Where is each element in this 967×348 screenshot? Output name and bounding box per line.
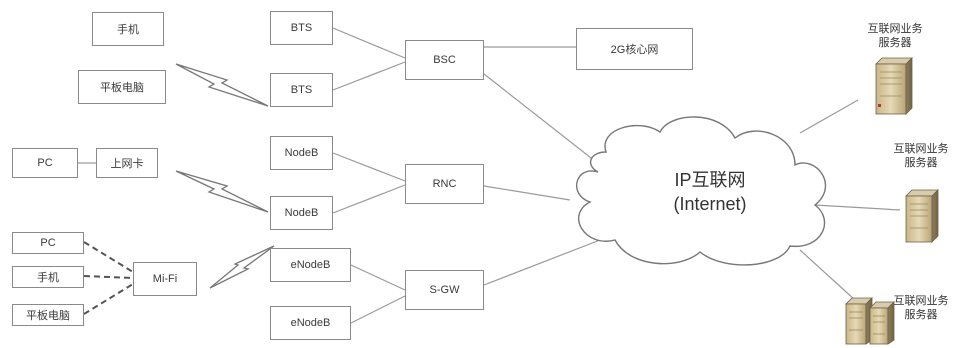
nodeb-box: NodeB [270,196,333,230]
enodeb-box: eNodeB [270,248,351,282]
server-label-line1: 互联网业务 [893,143,949,155]
netcard-box: 上网卡 [96,148,158,178]
server-label-line1: 互联网业务 [867,23,923,35]
server-label-line2: 服务器 [904,157,938,169]
link-bsc-cloud [483,73,601,166]
server-icon [845,297,895,345]
sgw-box: S-GW [405,270,484,310]
server-icon [875,57,913,115]
server-label: 互联网业务 服务器 [860,22,930,50]
wifi-link-pc [83,241,134,273]
tablet-box: 平板电脑 [78,70,166,104]
wireless-links [175,63,275,289]
link-cloud-server1 [799,99,859,134]
core-2g-box: 2G核心网 [576,28,693,70]
server-icon [905,189,939,243]
server-label: 互联网业务 服务器 [886,294,956,322]
bts-box: BTS [270,11,333,45]
wireless-link-icon [209,245,275,289]
link-nodeb1-rnc [332,152,406,182]
tablet-box: 平板电脑 [12,304,84,326]
bsc-box: BSC [405,40,484,80]
pc-box: PC [12,148,78,178]
wifi-link-tablet [83,283,134,315]
wifi-link-phone [83,275,134,279]
link-rnc-cloud [483,185,571,201]
wireless-link-icon [175,170,269,213]
link-nodeb2-rnc [332,184,406,214]
pc-box: PC [12,232,84,254]
wifi-links [83,241,134,315]
bts-box: BTS [270,73,333,107]
link-enodeb2-sgw [350,295,406,324]
nodeb-box: NodeB [270,136,333,170]
wireless-link-icon [175,63,269,107]
internet-label: IP互联网 (Internet) [640,168,780,216]
enodeb-box: eNodeB [270,306,351,340]
internet-label-line1: IP互联网 [674,170,746,190]
server-label-line2: 服务器 [904,309,938,321]
link-bts2-bsc [332,61,406,91]
rnc-box: RNC [405,164,484,204]
phone-box: 手机 [12,266,84,288]
internet-label-line2: (Internet) [673,194,747,214]
internet-cloud [576,116,827,266]
link-cloud-server3 [799,249,856,301]
link-sgw-cloud [483,239,601,286]
server-label-line1: 互联网业务 [893,295,949,307]
phone-box: 手机 [92,12,164,46]
mifi-box: Mi-Fi [133,262,197,296]
link-enodeb1-sgw [350,264,406,291]
server-label-line2: 服务器 [878,37,912,49]
server-label: 互联网业务 服务器 [886,142,956,170]
link-bts1-bsc [332,27,406,59]
connection-lines [78,27,901,324]
link-cloud-server2 [814,204,901,211]
